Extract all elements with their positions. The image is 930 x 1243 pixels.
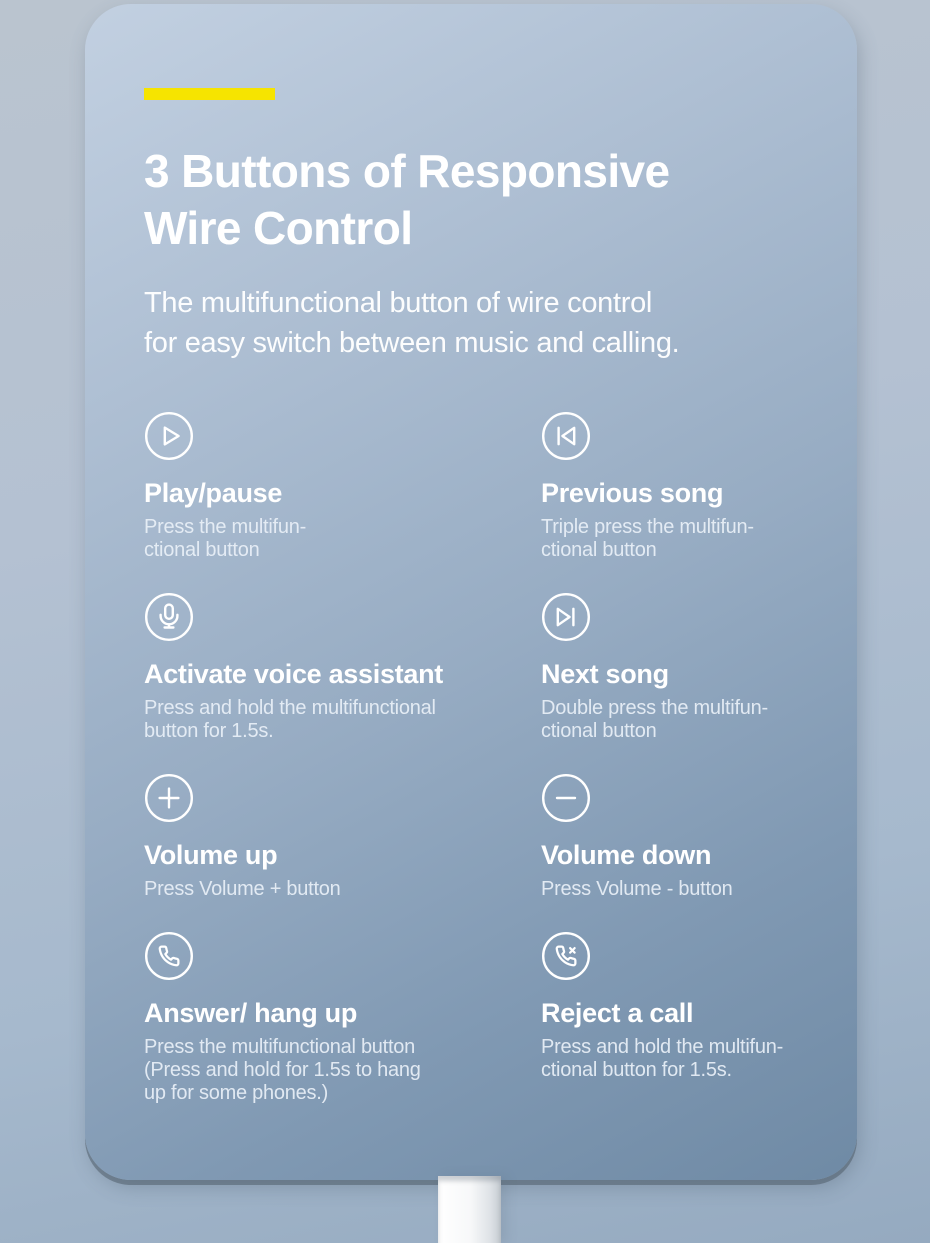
feature-reject-call: Reject a call Press and hold the multifu… — [541, 931, 835, 1105]
mic-icon — [144, 592, 541, 642]
minus-circle-icon — [541, 773, 835, 823]
usb-cable — [438, 1176, 501, 1243]
phone-reject-icon — [541, 931, 835, 981]
page-subtitle: The multifunctional button of wire contr… — [144, 287, 680, 359]
feature-title: Next song — [541, 659, 669, 689]
feature-title: Volume up — [144, 840, 278, 870]
feature-play-pause: Play/pause Press the multifun- ctional b… — [144, 411, 541, 562]
feature-description: Press Volume + button — [144, 878, 341, 900]
phone-icon — [144, 931, 541, 981]
accent-bar — [144, 88, 275, 100]
page-title: 3 Buttons of Responsive Wire Control — [144, 145, 670, 254]
play-circle-icon — [144, 411, 541, 461]
feature-description: Triple press the multifun- ctional butto… — [541, 516, 754, 561]
info-card: 3 Buttons of Responsive Wire Control The… — [85, 4, 857, 1180]
skip-back-icon — [541, 411, 835, 461]
feature-title: Answer/ hang up — [144, 998, 358, 1028]
feature-description: Press and hold the multifun- ctional but… — [541, 1036, 784, 1081]
feature-title: Previous song — [541, 478, 724, 508]
skip-forward-icon — [541, 592, 835, 642]
feature-title: Volume down — [541, 840, 712, 870]
features-grid: Play/pause Press the multifun- ctional b… — [144, 411, 835, 1105]
feature-description: Press and hold the multifunctional butto… — [144, 697, 436, 742]
card-content: 3 Buttons of Responsive Wire Control The… — [85, 4, 857, 1105]
plus-circle-icon — [144, 773, 541, 823]
feature-answer-hang-up: Answer/ hang up Press the multifunctiona… — [144, 931, 541, 1105]
feature-description: Press the multifunctional button (Press … — [144, 1036, 421, 1104]
feature-voice-assistant: Activate voice assistant Press and hold … — [144, 592, 541, 743]
feature-volume-up: Volume up Press Volume + button — [144, 773, 541, 901]
feature-description: Double press the multifun- ctional butto… — [541, 697, 768, 742]
feature-title: Activate voice assistant — [144, 659, 443, 689]
feature-description: Press Volume - button — [541, 878, 733, 900]
feature-description: Press the multifun- ctional button — [144, 516, 306, 561]
feature-volume-down: Volume down Press Volume - button — [541, 773, 835, 901]
feature-title: Play/pause — [144, 478, 283, 508]
feature-previous-song: Previous song Triple press the multifun-… — [541, 411, 835, 562]
feature-next-song: Next song Double press the multifun- cti… — [541, 592, 835, 743]
feature-title: Reject a call — [541, 998, 694, 1028]
